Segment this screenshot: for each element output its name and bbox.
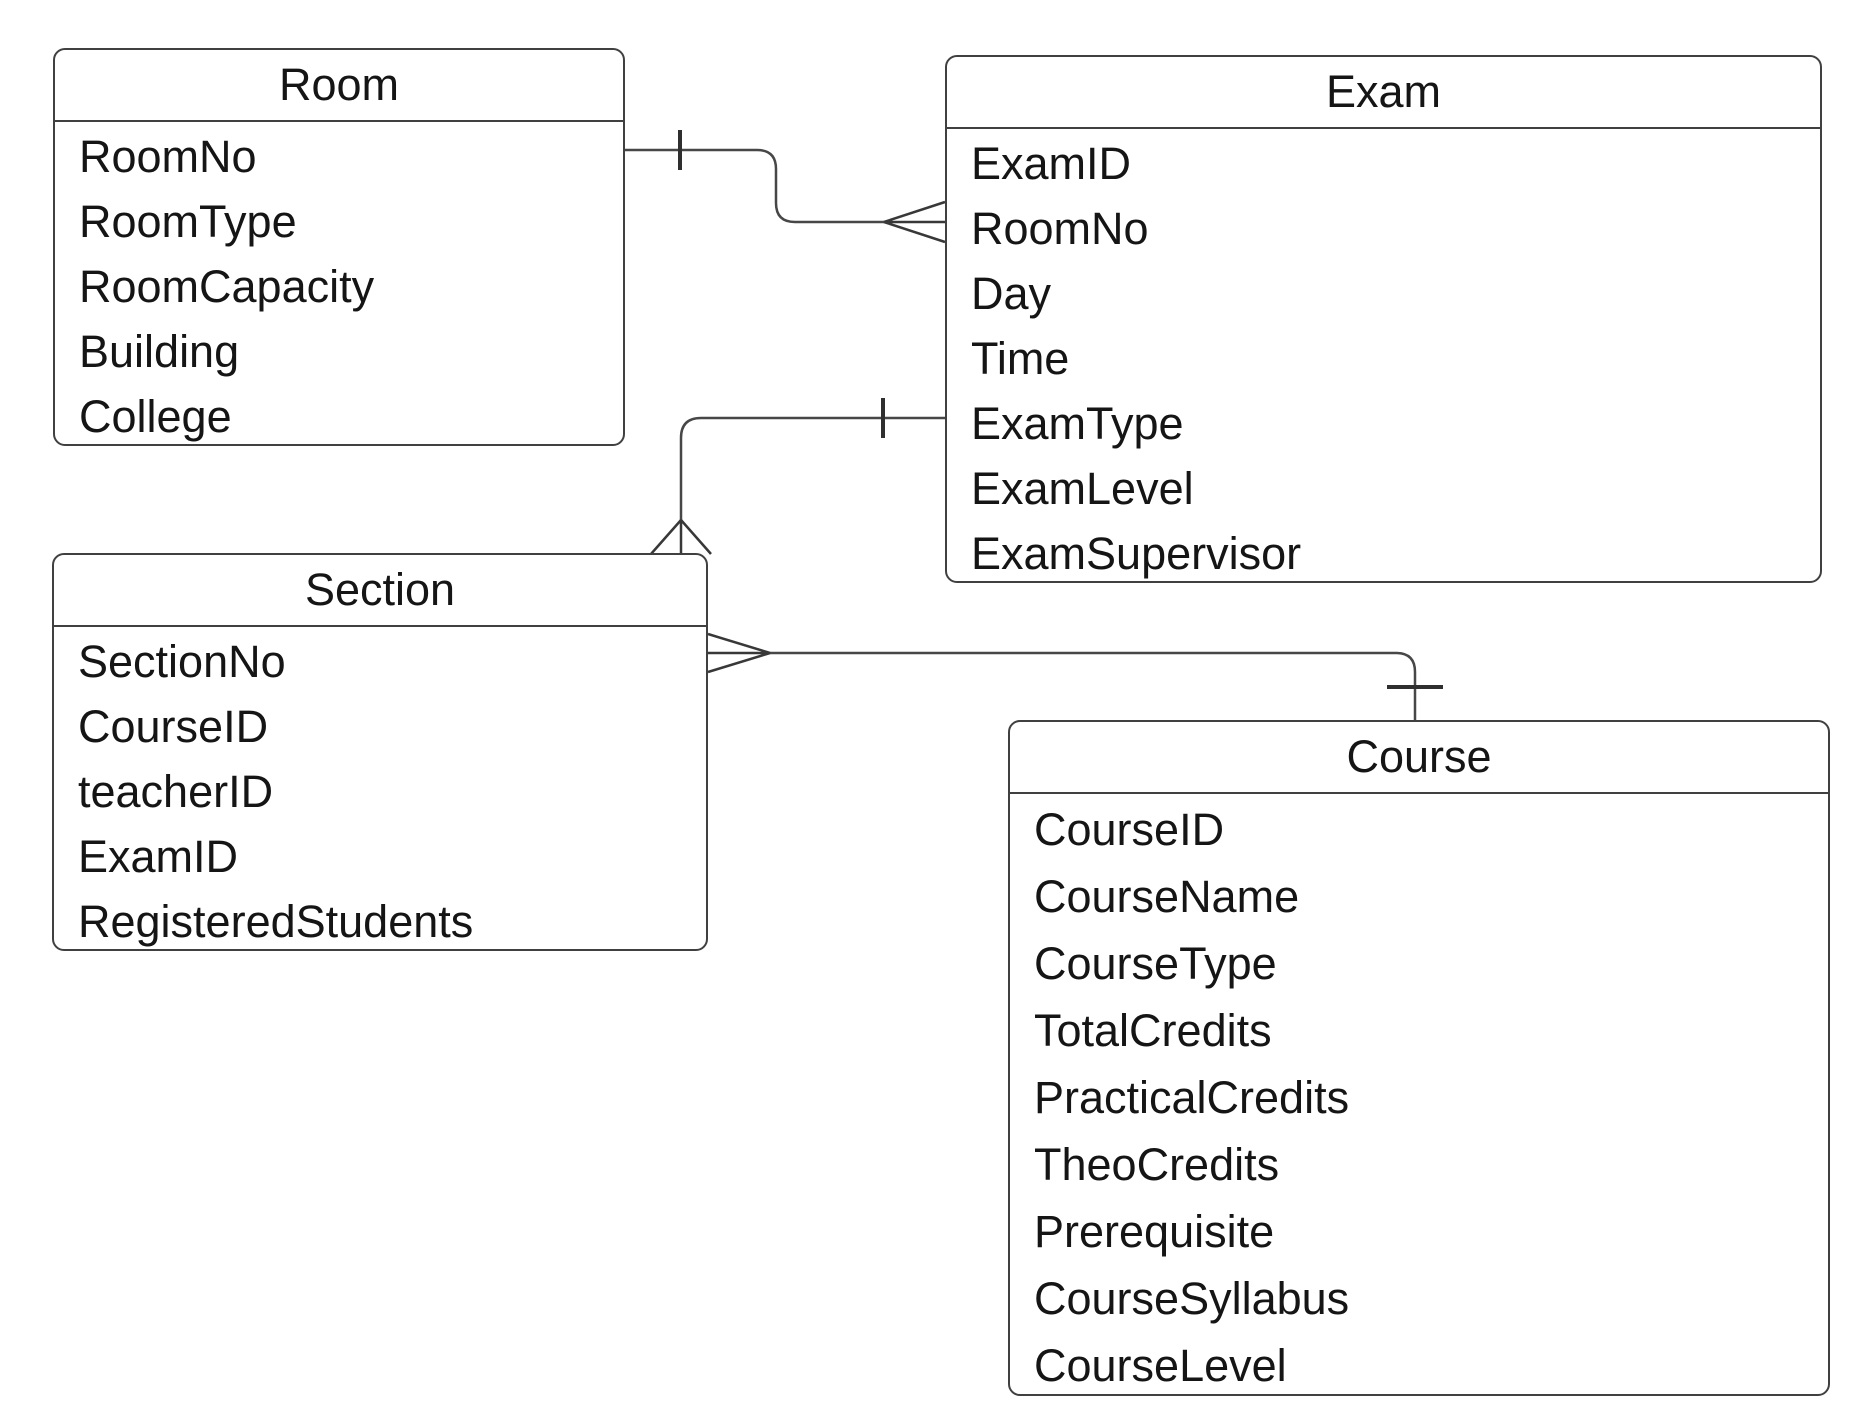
field-exam-examid: ExamID [971, 138, 1132, 189]
field-section-registeredstudents: RegisteredStudents [78, 896, 474, 947]
field-section-teacherid: teacherID [78, 766, 274, 817]
field-course-practicalcredits: PracticalCredits [1034, 1072, 1350, 1123]
field-room-roomcapacity: RoomCapacity [79, 261, 375, 312]
exam-section-crow-foot-icon [650, 519, 712, 555]
field-course-theocredits: TheoCredits [1034, 1139, 1280, 1190]
entity-exam: Exam ExamID RoomNo Day Time ExamType Exa… [945, 55, 1822, 583]
field-section-examid: ExamID [78, 831, 239, 882]
field-course-coursetype: CourseType [1034, 938, 1277, 989]
exam-section-connector-line [679, 416, 945, 520]
entity-section: Section SectionNo CourseID teacherID Exa… [52, 553, 708, 951]
field-room-college: College [79, 391, 232, 442]
entity-exam-fields: ExamID RoomNo Day Time ExamType ExamLeve… [947, 129, 1820, 586]
field-exam-time: Time [971, 333, 1070, 384]
field-exam-examlevel: ExamLevel [971, 463, 1194, 514]
entity-room-title: Room [55, 50, 623, 122]
entity-section-fields: SectionNo CourseID teacherID ExamID Regi… [54, 627, 706, 954]
field-exam-day: Day [971, 268, 1052, 319]
entity-course: Course CourseID CourseName CourseType To… [1008, 720, 1830, 1396]
exam-section-relationship [650, 398, 945, 555]
field-section-sectionno: SectionNo [78, 636, 286, 687]
entity-course-fields: CourseID CourseName CourseType TotalCred… [1010, 794, 1828, 1399]
field-course-courseid: CourseID [1034, 804, 1225, 855]
field-course-courselevel: CourseLevel [1034, 1340, 1287, 1391]
course-section-relationship [707, 632, 1443, 721]
field-room-roomtype: RoomType [79, 196, 297, 247]
course-section-crow-foot-icon [707, 632, 771, 674]
field-exam-examtype: ExamType [971, 398, 1184, 449]
entity-section-title: Section [54, 555, 706, 627]
field-room-building: Building [79, 326, 240, 377]
course-section-connector-line [770, 651, 1417, 721]
entity-room: Room RoomNo RoomType RoomCapacity Buildi… [53, 48, 625, 446]
entity-room-fields: RoomNo RoomType RoomCapacity Building Co… [55, 122, 623, 449]
field-course-coursesyllabus: CourseSyllabus [1034, 1273, 1350, 1324]
room-exam-crow-foot-icon [883, 200, 946, 244]
field-course-coursename: CourseName [1034, 871, 1300, 922]
entity-exam-title: Exam [947, 57, 1820, 129]
field-room-roomno: RoomNo [79, 131, 257, 182]
room-exam-relationship [625, 130, 946, 244]
field-course-prerequisite: Prerequisite [1034, 1206, 1275, 1257]
field-course-totalcredits: TotalCredits [1034, 1005, 1272, 1056]
field-section-courseid: CourseID [78, 701, 269, 752]
field-exam-roomno: RoomNo [971, 203, 1149, 254]
field-exam-examsupervisor: ExamSupervisor [971, 528, 1302, 579]
room-exam-connector-line [625, 148, 884, 224]
entity-course-title: Course [1010, 722, 1828, 794]
